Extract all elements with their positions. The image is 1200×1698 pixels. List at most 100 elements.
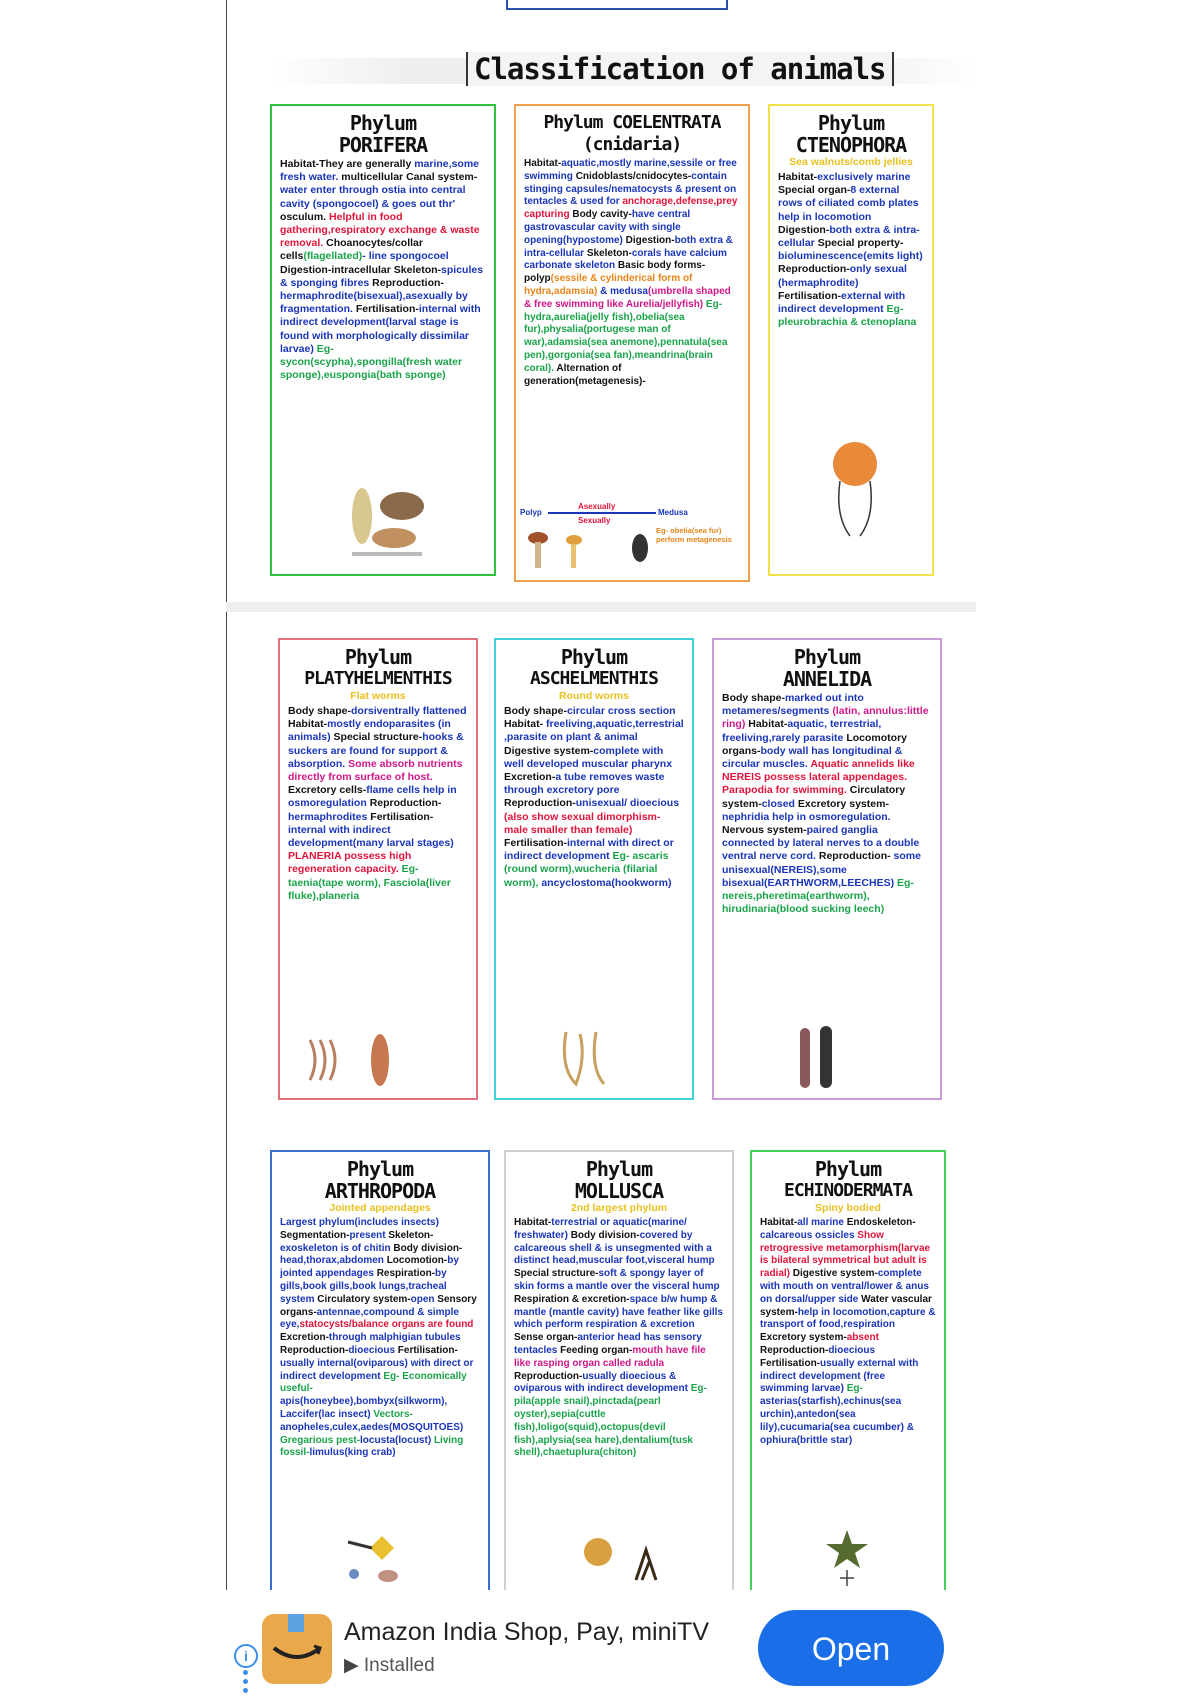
text-segment: (also show sexual dimorphism- male small… — [504, 810, 661, 836]
text-segment: Eg- sycon(scypha),spongilla(fresh water … — [280, 342, 463, 382]
comb-jelly-figure — [833, 442, 877, 537]
text-segment: flame cells help in osmoregulation — [288, 784, 457, 810]
text-segment: usually internal(oviparous) with direct … — [280, 1357, 474, 1382]
text-segment: aquatic,mostly marine,sessile or free sw… — [524, 158, 737, 182]
card-platyhelminthes: Phylum PLATYHELMENTHIS Flat worms Body s… — [278, 638, 478, 1100]
card-phylum-name: PORIFERA — [338, 133, 428, 157]
text-segment: Excretory cells- — [288, 784, 367, 797]
ad-install-status: ▶ Installed — [344, 1654, 435, 1677]
text-segment: Fertilisation- — [760, 1357, 821, 1369]
text-segment: Reproduction- — [280, 1344, 349, 1356]
card-coelentrata: Phylum COELENTRATA (cnidaria) Habitat-aq… — [514, 104, 750, 582]
card-phylum-label: Phylum COELENTRATA — [543, 112, 721, 133]
card-phylum-label: Phylum — [344, 645, 412, 669]
ad-banner[interactable] — [226, 1590, 1200, 1698]
text-segment: Living fossil- — [280, 1434, 464, 1459]
text-segment: Choanocytes/collar cells — [280, 237, 423, 263]
open-app-button[interactable]: Open — [758, 1610, 944, 1686]
top-strip — [506, 0, 728, 10]
text-segment: Habitat- — [514, 1217, 552, 1228]
text-segment: Body cavity- — [572, 209, 632, 221]
text-segment: present — [349, 1229, 389, 1241]
text-segment: Eg-hydra,aurelia(jelly fish),obelia(sea … — [524, 298, 728, 374]
card-subtitle: Jointed appendages — [329, 1202, 431, 1214]
text-segment: (flagellated) — [303, 250, 363, 263]
text-segment: unisexual/ dioecious — [575, 797, 680, 810]
card-phylum-label: Phylum — [349, 111, 417, 135]
text-segment: Segmentation- — [280, 1229, 350, 1241]
card-ctenophora: Phylum CTENOPHORA Sea walnuts/comb jelli… — [768, 104, 934, 576]
text-segment: Habitat- — [524, 158, 562, 169]
text-segment: osculum. — [280, 210, 330, 223]
text-segment: antennae,compound & simple eye, — [280, 1306, 459, 1331]
amazon-logo-icon[interactable] — [262, 1614, 332, 1684]
earthworm-figure — [800, 1026, 832, 1088]
sponge-figure — [352, 488, 424, 556]
text-segment: Fertilisation- — [778, 289, 842, 302]
text-segment: (umbrella shaped & free swimming like Au… — [524, 285, 731, 310]
card-phylum-name: ECHINODERMATA — [784, 1180, 913, 1201]
text-segment: Endoskeleton- — [846, 1217, 916, 1228]
text-segment: Eg- nereis,pheretima(earthworm), hirudin… — [722, 876, 914, 916]
text-segment: Habitat- — [504, 718, 546, 731]
text-segment: Habitat- — [778, 171, 818, 183]
card-phylum-name: ANNELIDA — [782, 667, 872, 691]
text-segment: circular cross section — [567, 705, 676, 717]
card-phylum-name: ASCHELMENTHIS — [530, 668, 659, 689]
text-segment: Body shape- — [722, 692, 786, 704]
text-segment: space b/w hump & mantle (mantle cavity) … — [514, 1293, 723, 1331]
text-segment: marine,some fresh water. — [280, 158, 479, 184]
text-segment: aquatic, terrestrial, freeliving,rarely … — [722, 718, 882, 744]
text-segment: nephridia help in osmoregulation. — [722, 810, 891, 823]
sexually-label: Sexually — [578, 516, 611, 525]
text-segment: Water vascular system- — [760, 1293, 932, 1318]
text-segment: (latin, annulus:little ring) — [722, 705, 929, 731]
text-segment: Habitat- — [760, 1217, 798, 1228]
insect-figure — [347, 1536, 398, 1582]
text-segment: both extra & intra-cellular — [778, 223, 920, 250]
text-segment: Cnidoblasts/cnidocytes- — [575, 170, 692, 182]
text-segment: locusta(locust) — [360, 1434, 434, 1446]
text-segment: Sensory organs- — [280, 1293, 477, 1318]
text-segment: (sessile & cylinderical form of hydra,ad… — [524, 273, 693, 297]
text-segment: Habitat-They are generally — [280, 158, 415, 170]
card-subtitle: Round worms — [559, 690, 629, 702]
text-segment: Gregarious pest- — [280, 1434, 361, 1446]
text-segment: Largest phylum(includes insects) — [280, 1217, 439, 1228]
text-segment: Reproduction- — [372, 276, 444, 289]
text-segment: exoskeleton is of chitin — [280, 1242, 394, 1254]
card-phylum-label: Phylum — [793, 645, 861, 669]
text-segment: internal with direct or indirect develop… — [504, 837, 674, 863]
text-segment: dioecious — [348, 1344, 398, 1356]
text-segment: only sexual (hermaphrodite) — [778, 263, 907, 289]
text-segment: Skeleton- — [393, 263, 442, 276]
text-segment: usually external with indirect developme… — [760, 1357, 919, 1395]
text-segment: marked out into metameres/segments — [722, 692, 864, 718]
text-segment: limulus(king crab) — [309, 1447, 396, 1459]
text-segment: ancyclostoma(hookworm) — [541, 876, 672, 889]
text-segment: Fertilisation- — [370, 810, 434, 823]
text-segment: Habitat- — [288, 718, 328, 731]
card-phylum-name: PLATYHELMENTHIS — [304, 668, 453, 689]
more-options-icon[interactable] — [243, 1670, 249, 1697]
text-segment: have central gastrovascular cavity with … — [524, 209, 691, 246]
text-segment: dioecious — [828, 1344, 876, 1356]
ad-app-name[interactable]: Amazon India Shop, Pay, miniTV — [344, 1618, 709, 1646]
text-segment: Reproduction- — [778, 263, 850, 276]
text-segment: Digestion- — [778, 223, 830, 236]
text-segment: multicellular — [341, 171, 407, 184]
text-segment: Excretory system- — [797, 797, 889, 810]
info-icon[interactable]: i — [234, 1644, 258, 1668]
text-segment: Eg- pleurobrachia & ctenoplana — [778, 303, 917, 329]
text-segment: Nervous system- — [722, 824, 807, 837]
text-segment: anchorage,defense,prey capturing — [524, 196, 738, 221]
text-segment: PLANERIA possess high regeneration capac… — [288, 850, 412, 876]
text-segment: Aquatic annelids like NEREIS possess lat… — [722, 758, 915, 797]
card-porifera: Phylum PORIFERA Habitat-They are general… — [270, 104, 496, 576]
text-segment: by jointed appendages — [280, 1255, 459, 1280]
card-annelida: Phylum ANNELIDA Body shape-marked out in… — [712, 638, 942, 1100]
card-phylum-label: Phylum — [814, 1157, 882, 1181]
text-segment: Helpful in food gathering,respiratory ex… — [280, 210, 480, 250]
text-segment: Digestive system- — [792, 1268, 878, 1280]
text-segment: through malphigian tubules — [328, 1332, 461, 1344]
